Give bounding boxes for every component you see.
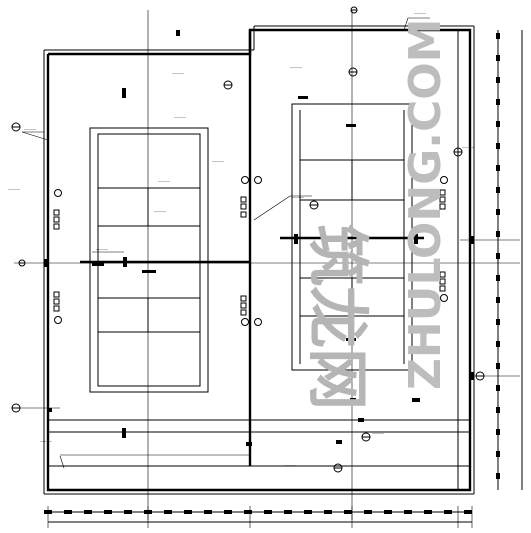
watermark-logo-text: 筑龙网 (301, 224, 374, 410)
label-upper-right-room: …… (290, 63, 302, 70)
drawing-labels: …… …… …… …… …… …… …… …… …… …… …… …… …… …… (8, 9, 474, 468)
dimension-tick (224, 510, 232, 514)
dimension-tick-vertical (496, 55, 500, 61)
fixture-symbols (11, 6, 485, 473)
wall-marks (44, 30, 474, 446)
dimension-tick (64, 510, 72, 514)
label-center-tag: …… (292, 193, 304, 200)
dimension-tick (344, 510, 352, 514)
dimension-tick-vertical (496, 121, 500, 127)
dimension-strings (44, 30, 523, 528)
dimension-tick (84, 510, 92, 514)
dimension-tick (304, 510, 312, 514)
dimension-tick-vertical (496, 253, 500, 259)
dimension-tick-vertical (496, 473, 500, 479)
dimension-tick (184, 510, 192, 514)
label-upper-left-room: …… (172, 69, 184, 76)
dimension-tick-vertical (496, 209, 500, 215)
label-left-side-b: …… (8, 185, 20, 192)
dimension-ticks-vertical (496, 33, 500, 479)
dimension-tick (44, 510, 52, 514)
dimension-tick-vertical (496, 297, 500, 303)
dimension-tick (464, 510, 472, 514)
dimension-tick (444, 510, 452, 514)
dimension-tick-vertical (496, 231, 500, 237)
dimension-tick (164, 510, 172, 514)
dimension-tick (284, 510, 292, 514)
dimension-tick-vertical (496, 275, 500, 281)
dimension-tick-vertical (496, 363, 500, 369)
dimension-tick-vertical (496, 165, 500, 171)
label-left-side-a: …… (24, 125, 36, 132)
left-court (80, 127, 250, 393)
dimension-tick (104, 510, 112, 514)
leader-lines (21, 17, 459, 469)
dimension-tick-vertical (496, 407, 500, 413)
dimension-tick (384, 510, 392, 514)
dimension-tick (124, 510, 132, 514)
label-bottom-right: …… (372, 429, 384, 436)
label-mid-left: …… (96, 245, 108, 252)
dimension-tick (424, 510, 432, 514)
dimension-tick-vertical (496, 99, 500, 105)
dimension-tick-vertical (496, 77, 500, 83)
dimension-tick (364, 510, 372, 514)
label-inner-b: …… (212, 157, 224, 164)
dimension-tick-vertical (496, 341, 500, 347)
dimension-tick-vertical (496, 33, 500, 39)
dimension-tick-vertical (496, 429, 500, 435)
right-court (280, 96, 424, 371)
dimension-tick-vertical (496, 451, 500, 457)
label-inner-d: …… (154, 207, 166, 214)
dimension-tick (324, 510, 332, 514)
dimension-tick-vertical (496, 187, 500, 193)
label-inner-c: …… (158, 177, 170, 184)
dimension-tick (404, 510, 412, 514)
label-inner-a: …… (174, 113, 186, 120)
dimension-tick (144, 510, 152, 514)
label-top-right: …… (414, 9, 426, 16)
dimension-tick (264, 510, 272, 514)
dimension-ticks (44, 510, 472, 514)
dimension-tick (244, 510, 252, 514)
dimension-tick-vertical (496, 385, 500, 391)
dimension-tick (204, 510, 212, 514)
label-right-side: …… (462, 143, 474, 150)
dimension-tick-vertical (496, 319, 500, 325)
watermark: 筑龙网 ZHULONG.COM (301, 19, 451, 410)
label-bottom-mid: …… (284, 461, 296, 468)
label-bottom-left: …… (40, 437, 52, 444)
dimension-tick-vertical (496, 143, 500, 149)
outer-walls (43, 25, 475, 495)
